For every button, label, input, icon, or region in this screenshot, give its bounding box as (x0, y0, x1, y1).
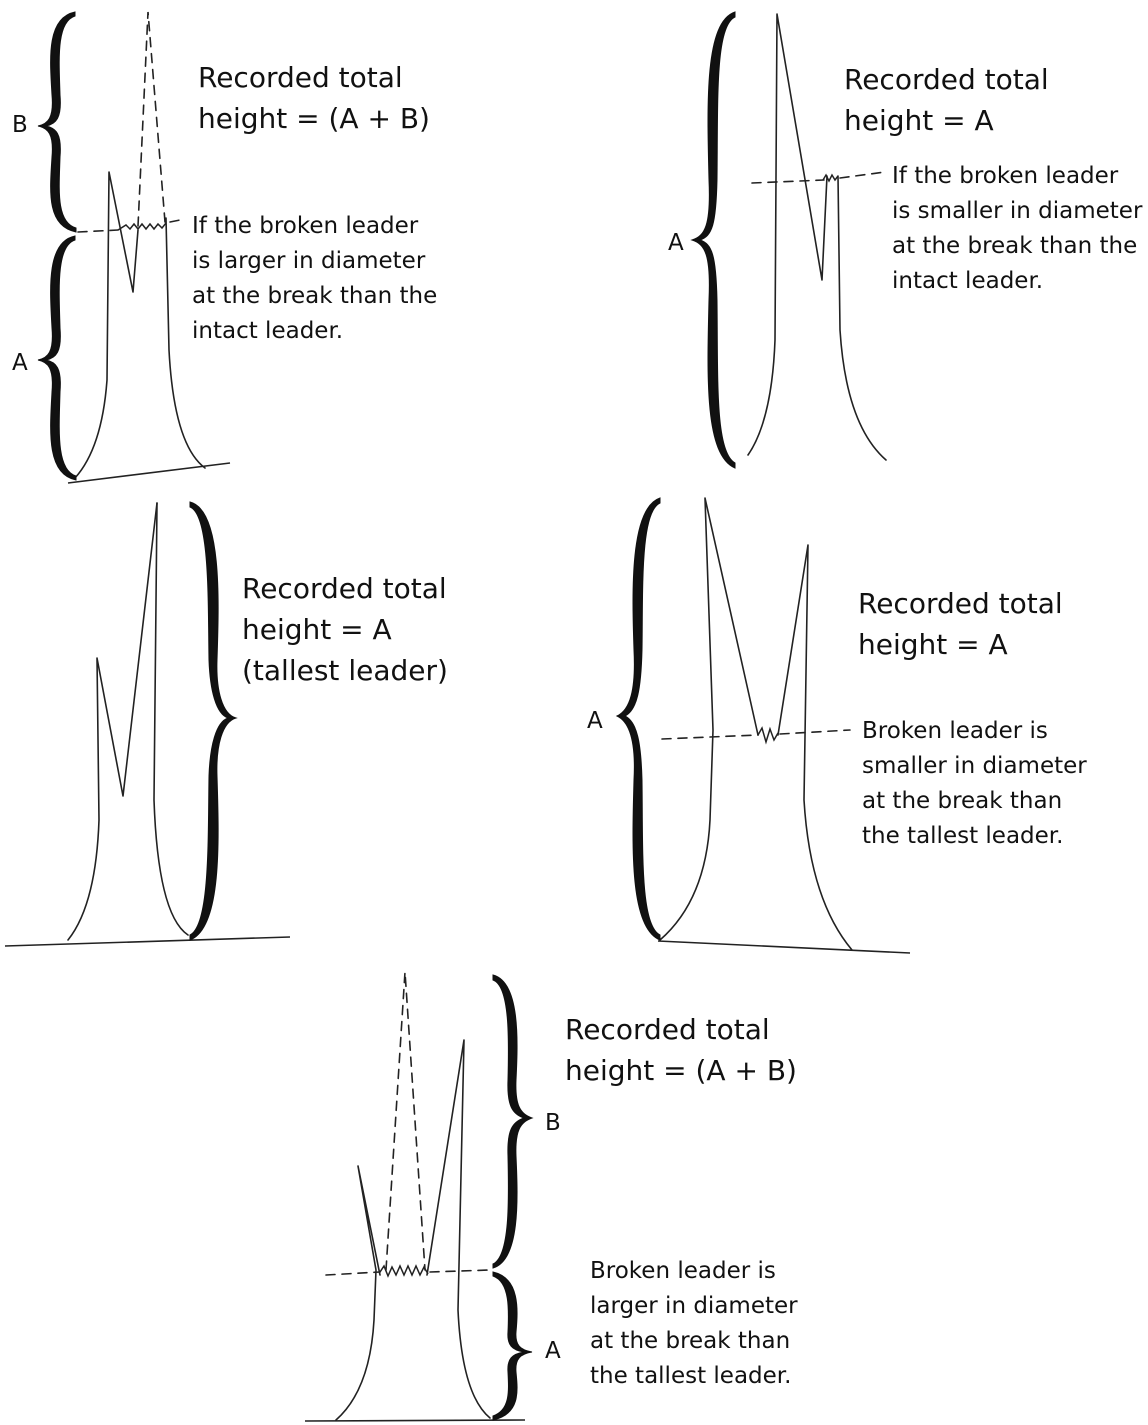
note-line-3: at the break than the (892, 233, 1137, 259)
caption-line-2: height = A (858, 628, 1008, 661)
note-line-3: at the break than the (192, 283, 437, 309)
note-line-1: If the broken leader (892, 163, 1119, 189)
caption-line-2: height = (A + B) (198, 102, 430, 135)
broken-leader-dashed (138, 12, 165, 226)
caption-line-2: height = (A + B) (565, 1054, 797, 1087)
note-line-4: intact leader. (892, 268, 1043, 294)
note-line-3: at the break than (862, 788, 1062, 814)
caption-line-2: height = A (844, 104, 994, 137)
break-surface (380, 1266, 428, 1276)
panel-middle-left: Recorded total height = A (tallest leade… (5, 502, 448, 946)
note-line-4: intact leader. (192, 318, 343, 344)
panel-top-right: A Recorded total height = A If the broke… (668, 12, 1143, 468)
break-surface (758, 728, 778, 742)
brace-a (617, 498, 660, 940)
brace-a (38, 236, 76, 480)
note-line-3: at the break than (590, 1328, 790, 1354)
panel-bottom: B A Recorded total height = (A + B) Brok… (305, 972, 798, 1421)
brace-total (190, 502, 236, 940)
label-a: A (545, 1338, 561, 1364)
tree-drawing (5, 503, 290, 946)
note-line-4: the tallest leader. (590, 1363, 791, 1389)
note-line-2: smaller in diameter (862, 753, 1087, 779)
panel-middle-right: A Recorded total height = A Broken leade… (587, 498, 1087, 953)
caption-line-1: Recorded total (858, 587, 1063, 620)
break-surface (118, 223, 166, 230)
caption-line-1: Recorded total (565, 1013, 770, 1046)
brace-a (692, 12, 735, 468)
panel-top-left: B A Recorded total height = (A + B) If t… (12, 12, 437, 483)
brace-b (38, 12, 76, 232)
note-line-2: larger in diameter (590, 1293, 798, 1319)
brace-b (493, 975, 532, 1268)
note-line-1: If the broken leader (192, 213, 419, 239)
note-line-2: is larger in diameter (192, 248, 426, 274)
brace-a (493, 1272, 532, 1420)
label-b: B (545, 1110, 561, 1136)
note-line-1: Broken leader is (862, 718, 1048, 744)
note-line-2: is smaller in diameter (892, 198, 1143, 224)
caption-line-1: Recorded total (242, 572, 447, 605)
note-line-1: Broken leader is (590, 1258, 776, 1284)
break-surface (823, 175, 838, 181)
label-a: A (12, 350, 28, 376)
note-line-4: the tallest leader. (862, 823, 1063, 849)
break-level-line (662, 735, 758, 739)
label-a: A (587, 708, 603, 734)
label-b: B (12, 112, 28, 138)
break-level-line (78, 230, 118, 232)
caption-line-2: height = A (242, 613, 392, 646)
caption-line-1: Recorded total (198, 61, 403, 94)
break-level-line (326, 1272, 380, 1275)
broken-leader-dashed (386, 972, 425, 1270)
label-a: A (668, 230, 684, 256)
caption-line-3: (tallest leader) (242, 654, 448, 687)
tree-drawing (305, 972, 525, 1421)
break-level-line (752, 180, 824, 183)
caption-line-1: Recorded total (844, 63, 1049, 96)
